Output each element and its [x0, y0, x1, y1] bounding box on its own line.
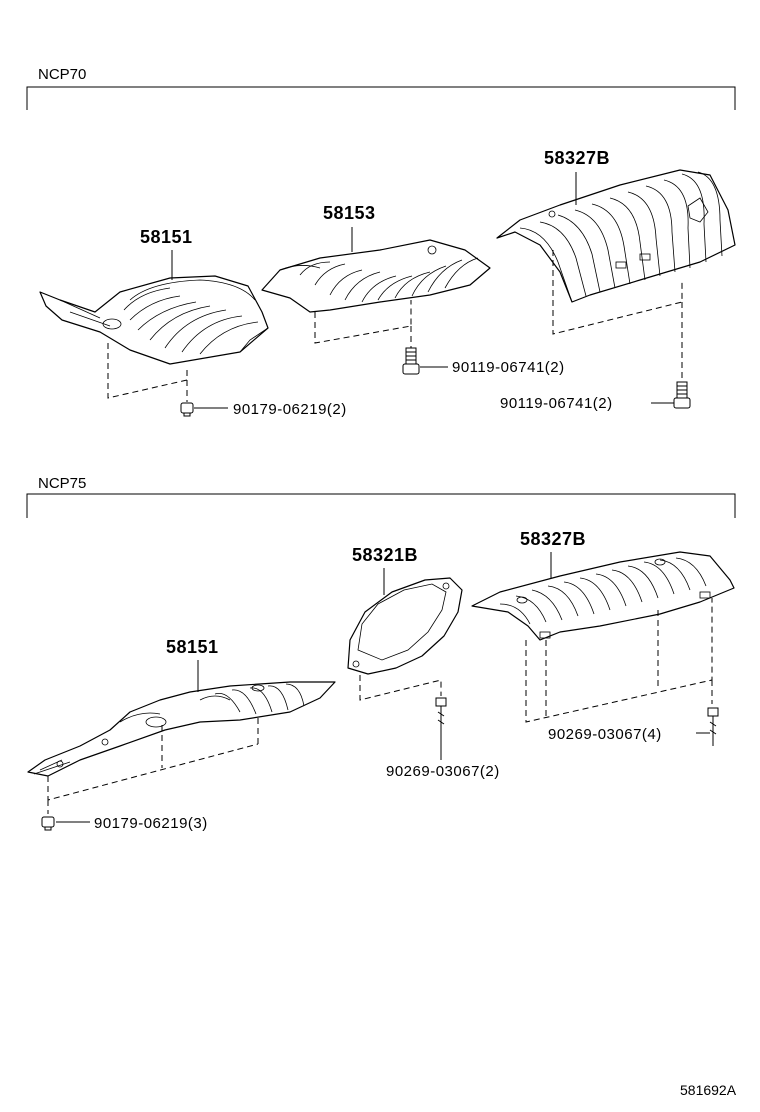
dashed-guide — [552, 250, 683, 335]
part-number-label: 58151 — [140, 227, 193, 247]
nut-icon — [180, 402, 194, 417]
clip-icon — [707, 707, 719, 746]
part-number-label: 58151 — [166, 637, 219, 657]
dashed-guide — [359, 675, 442, 701]
fastener-ref: 90119-06741(2) — [452, 359, 565, 376]
part-number-label: 58327B — [544, 148, 610, 168]
section-label: NCP70 — [38, 66, 86, 83]
section-ncp70: NCP70 58151 90179-06219(2) — [26, 66, 736, 418]
part-number-label: 58321B — [352, 545, 418, 565]
nut-icon — [41, 816, 55, 831]
bolt-icon — [402, 347, 420, 375]
fastener-ref: 90269-03067(2) — [386, 763, 500, 780]
fastener-ref: 90119-06741(2) — [500, 395, 613, 412]
clip-icon — [435, 697, 447, 760]
heat-insulator-58327b[interactable] — [496, 169, 736, 303]
heat-insulator-58327b[interactable] — [471, 551, 735, 641]
fastener-ref: 90269-03067(4) — [548, 726, 662, 743]
diagram-code: 581692A — [680, 1082, 737, 1098]
section-bracket — [26, 493, 736, 518]
dashed-guide — [525, 598, 713, 723]
section-ncp75: NCP75 58151 90179-06219(3) — [26, 475, 736, 832]
heat-insulator-58153[interactable] — [261, 239, 491, 313]
dashed-guide — [107, 343, 188, 399]
fastener-ref: 90179-06219(2) — [233, 401, 347, 418]
part-number-label: 58153 — [323, 203, 376, 223]
fastener-ref: 90179-06219(3) — [94, 815, 208, 832]
section-label: NCP75 — [38, 475, 86, 492]
part-number-label: 58327B — [520, 529, 586, 549]
bolt-icon — [673, 381, 691, 409]
heat-insulator-58151[interactable] — [27, 681, 336, 777]
dashed-guide — [314, 300, 412, 344]
heat-insulator-58151[interactable] — [39, 275, 269, 365]
section-bracket — [26, 86, 736, 110]
heat-insulator-58321b[interactable] — [347, 577, 463, 675]
